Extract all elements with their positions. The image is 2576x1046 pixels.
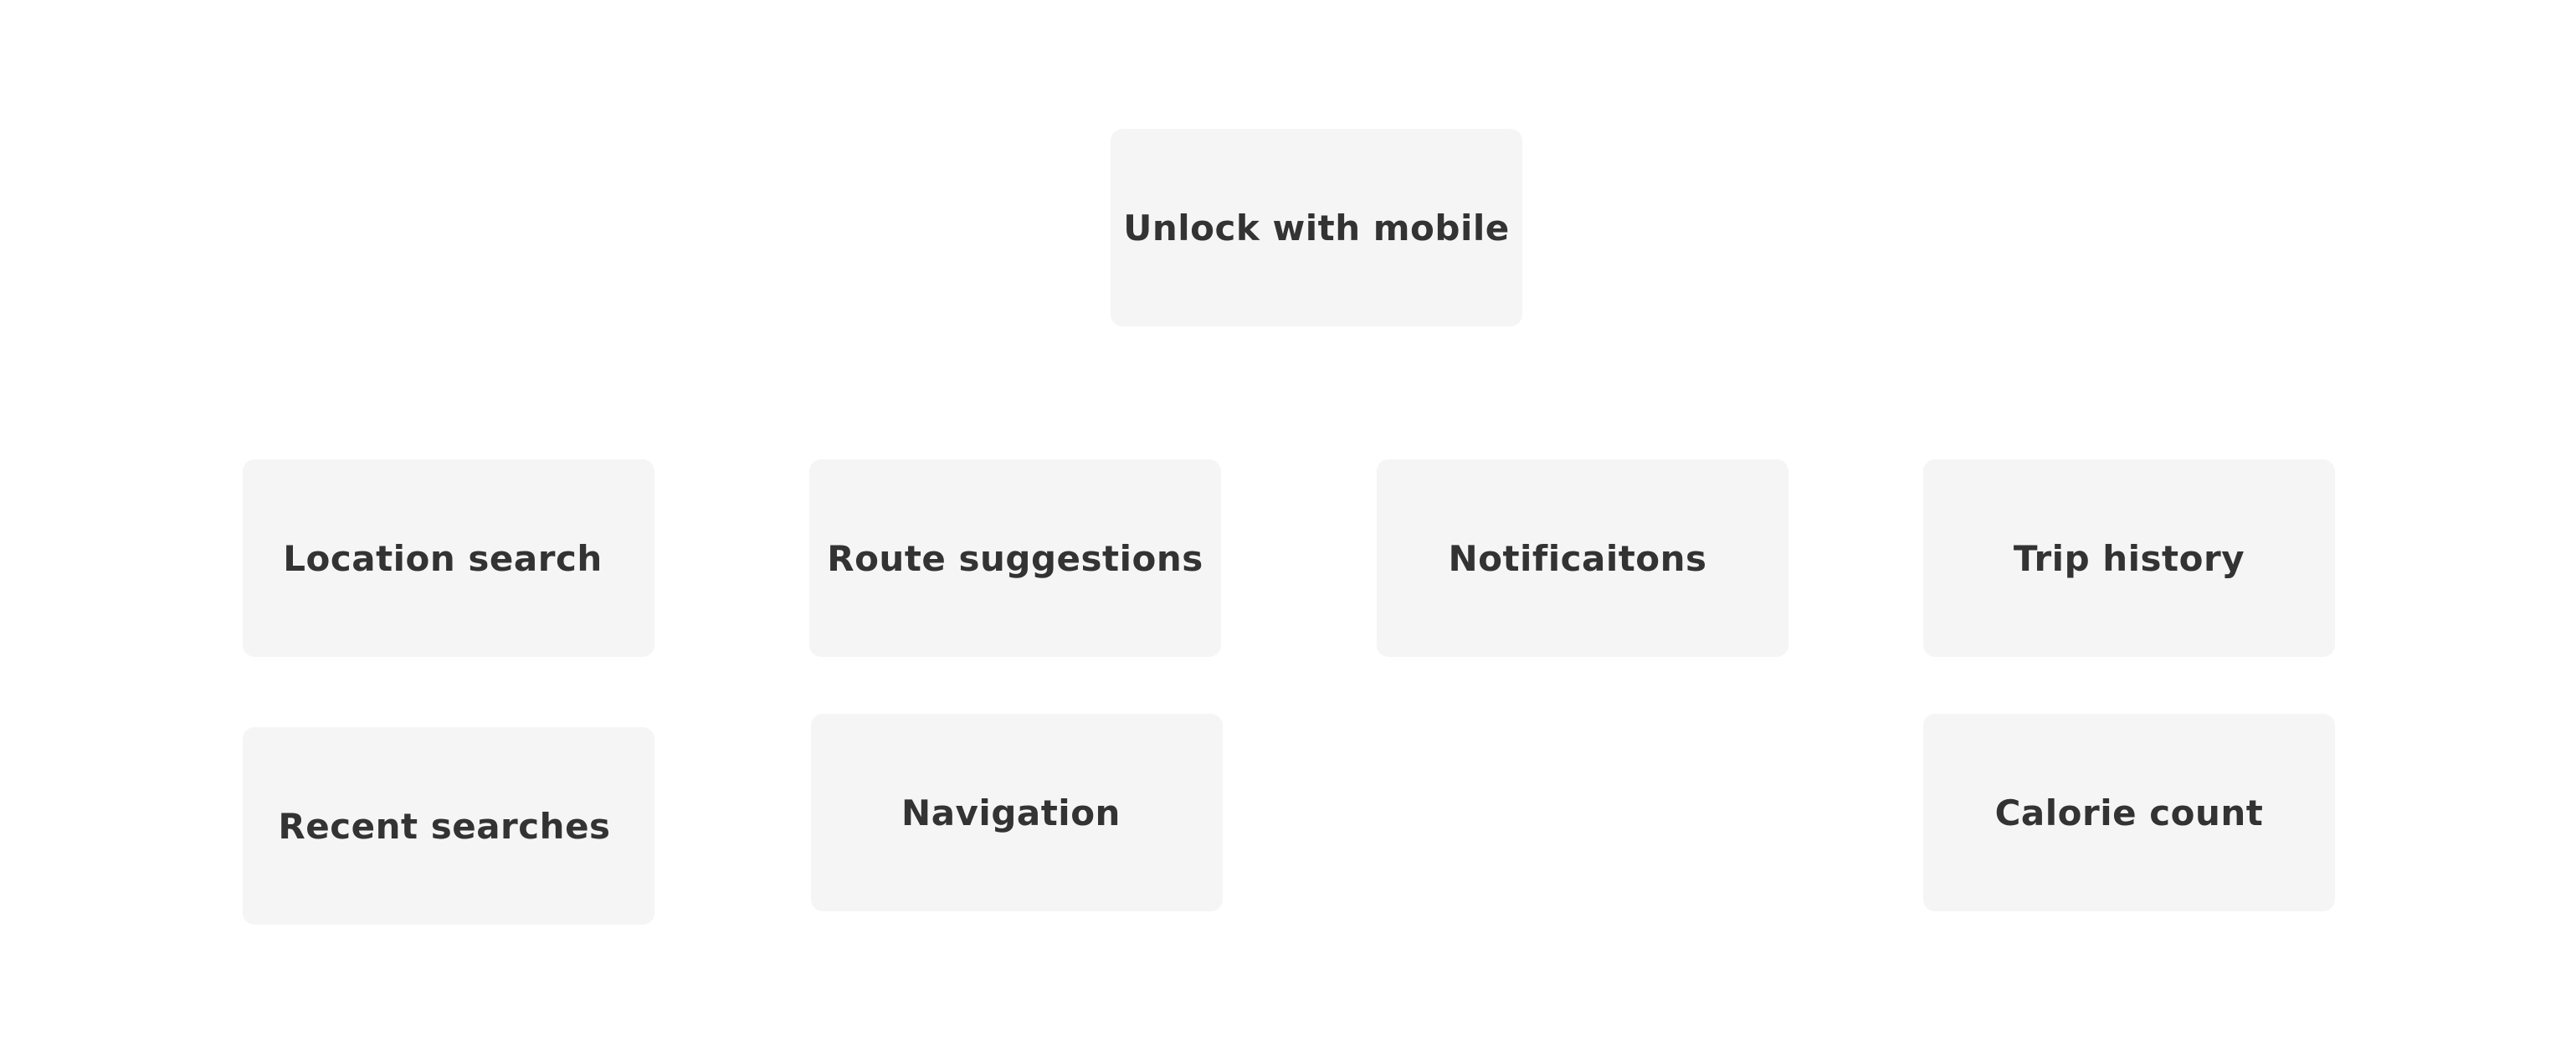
card-unlock-with-mobile[interactable]: Unlock with mobile — [1111, 129, 1522, 326]
card-trip-history[interactable]: Trip history — [1923, 459, 2335, 657]
card-label: Notificaitons — [1448, 537, 1707, 579]
card-label: Route suggestions — [827, 537, 1203, 579]
card-navigation[interactable]: Navigation — [811, 714, 1223, 911]
card-route-suggestions[interactable]: Route suggestions — [809, 459, 1221, 657]
card-label: Navigation — [901, 792, 1121, 833]
card-notifications[interactable]: Notificaitons — [1377, 459, 1788, 657]
card-label: Location search — [283, 537, 603, 579]
card-label: Recent searches — [278, 805, 611, 847]
card-label: Trip history — [2013, 537, 2245, 579]
card-location-search[interactable]: Location search — [243, 459, 654, 657]
card-calorie-count[interactable]: Calorie count — [1923, 714, 2335, 911]
card-label: Calorie count — [1994, 792, 2264, 833]
card-label: Unlock with mobile — [1123, 207, 1510, 249]
card-recent-searches[interactable]: Recent searches — [243, 727, 654, 925]
